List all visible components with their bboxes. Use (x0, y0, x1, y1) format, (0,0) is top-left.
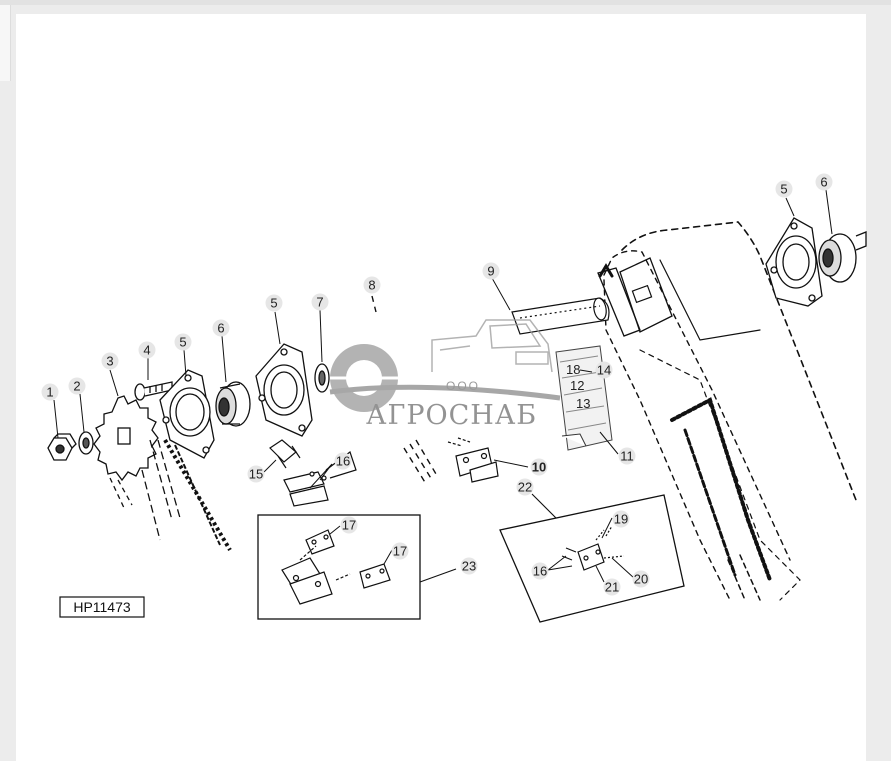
diagram-code: HP11473 (73, 599, 131, 615)
watermark-prefix: ООО (446, 379, 480, 393)
callouts: 1 2 3 4 5 6 5 7 8 9 5 6 18 14 12 13 15 1… (41, 173, 833, 596)
callout-17: 17 (342, 518, 356, 533)
callout-21: 21 (605, 580, 619, 595)
callout-23: 23 (462, 559, 476, 574)
callout-12: 12 (570, 378, 584, 393)
carriage-bolt (134, 381, 173, 401)
washer (78, 431, 94, 455)
callout-16: 16 (533, 564, 547, 579)
hex-nut (47, 433, 77, 461)
flange-bearing-housing (159, 369, 215, 459)
callout-1: 1 (46, 385, 53, 400)
callout-7: 7 (316, 295, 323, 310)
inset-box-22 (499, 493, 685, 623)
callout-22: 22 (518, 480, 532, 495)
watermark-company-name: АГРОСНАБ (366, 400, 537, 431)
callout-5: 5 (780, 182, 787, 197)
callout-10: 10 (532, 460, 546, 475)
connecting-link (447, 437, 499, 483)
callout-3: 3 (106, 354, 113, 369)
callout-11: 11 (620, 449, 634, 464)
inset-box-23 (257, 514, 457, 620)
sprocket (93, 395, 232, 552)
ball-bearing (215, 381, 251, 427)
top-bar (0, 0, 891, 5)
shaft (511, 297, 610, 335)
callout-18: 18 (566, 362, 580, 377)
leader-lines (53, 189, 833, 583)
chain-segment (371, 295, 437, 485)
callout-5: 5 (179, 335, 186, 350)
callout-6: 6 (217, 321, 224, 336)
offset-link (269, 439, 357, 507)
callout-19: 19 (614, 512, 628, 527)
conveyor-belt (597, 221, 857, 601)
ball-bearing (818, 231, 867, 283)
callout-5: 5 (270, 296, 277, 311)
diagram-code-label: HP11473 (59, 596, 145, 618)
callout-4: 4 (143, 343, 150, 358)
flange-bearing-housing (255, 343, 313, 437)
callout-9: 9 (487, 264, 494, 279)
callout-6: 6 (820, 175, 827, 190)
agrosnab-watermark-logo: ООО АГРОСНАБ (329, 319, 561, 431)
flange-bearing-housing (765, 217, 823, 307)
side-tab (0, 5, 11, 81)
callout-13: 13 (576, 396, 590, 411)
locking-collar (314, 363, 330, 393)
callout-14: 14 (597, 363, 611, 378)
callout-8: 8 (368, 278, 375, 293)
callout-2: 2 (73, 379, 80, 394)
callout-16: 16 (336, 454, 350, 469)
callout-15: 15 (249, 467, 263, 482)
callout-20: 20 (634, 572, 648, 587)
callout-17: 17 (393, 544, 407, 559)
